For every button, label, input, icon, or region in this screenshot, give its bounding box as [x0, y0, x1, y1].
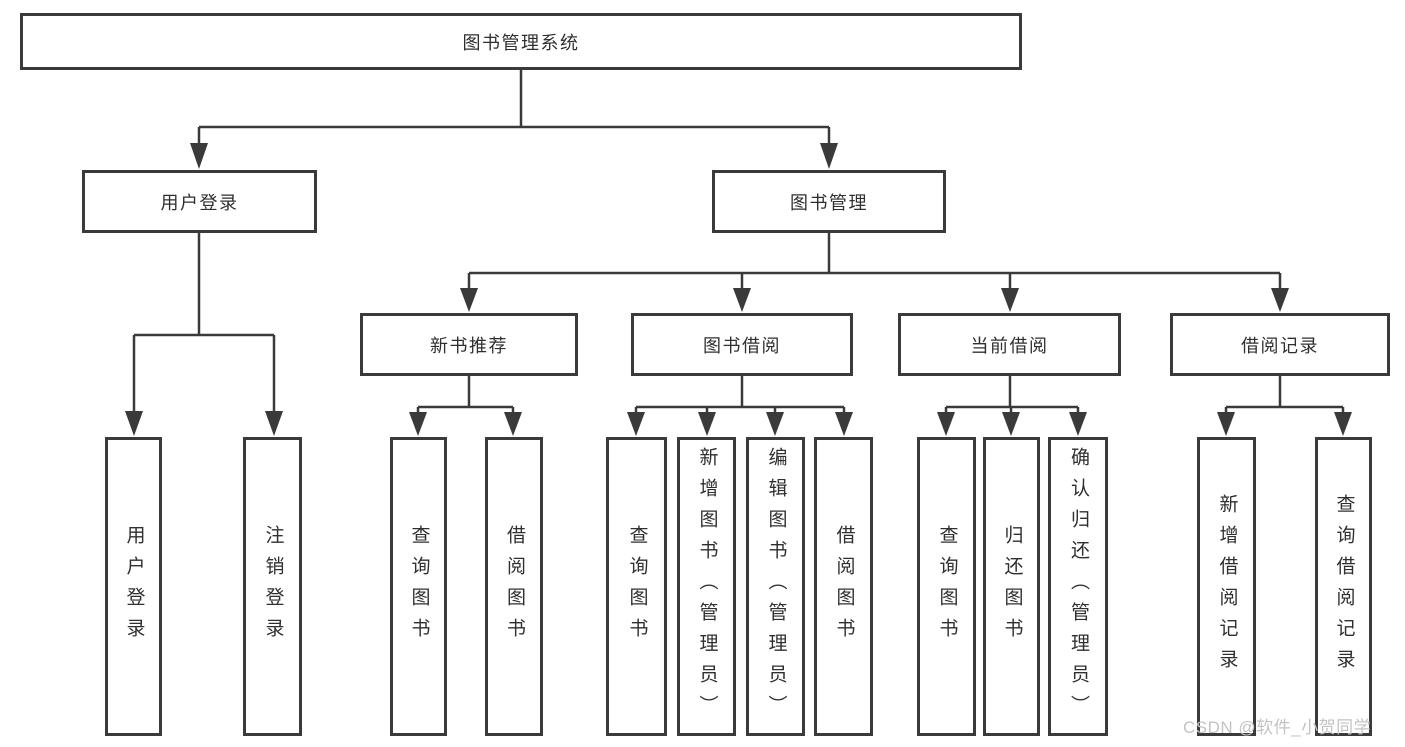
node-logout-action: 注销登录: [243, 437, 302, 736]
node-edit-book-admin: 编辑图书（管理员）: [746, 437, 805, 736]
node-label: 归还图书: [1001, 524, 1023, 649]
node-label: 查询图书: [408, 524, 430, 649]
connector-arrow: [190, 143, 208, 169]
connector-arrow: [1271, 288, 1289, 312]
connector-arrow: [937, 412, 955, 436]
csdn-watermark: CSDN @软件_小贺同学: [1183, 718, 1372, 737]
connector-arrow: [835, 412, 853, 436]
connector-arrow: [1001, 288, 1019, 312]
node-query-book-recommend: 查询图书: [390, 437, 447, 736]
connector-arrow: [1002, 412, 1020, 436]
node-label: 确认归还（管理员）: [1067, 447, 1089, 726]
node-book-borrow: 图书借阅: [631, 313, 853, 376]
connector-book-borrow: [634, 376, 846, 414]
connector-arrow: [1069, 412, 1087, 436]
connector-user-login: [132, 233, 276, 414]
node-new-book-recommend: 新书推荐: [360, 313, 578, 376]
node-query-borrow-record: 查询借阅记录: [1315, 437, 1372, 736]
connector-root: [197, 70, 831, 146]
connector-arrow: [409, 412, 427, 436]
node-label: 用户登录: [123, 524, 145, 649]
node-borrow-book-action: 借阅图书: [814, 437, 873, 736]
node-label: 新增借阅记录: [1216, 493, 1238, 680]
node-confirm-return-admin: 确认归还（管理员）: [1048, 437, 1108, 736]
node-label: 编辑图书（管理员）: [765, 447, 787, 726]
connector-arrow: [125, 411, 143, 436]
connector-current-borrow: [944, 376, 1080, 414]
node-current-borrow: 当前借阅: [898, 313, 1121, 376]
node-query-book-borrow: 查询图书: [606, 437, 667, 736]
node-label: 借阅图书: [503, 524, 525, 649]
connector-arrow: [733, 288, 751, 312]
connector-arrow: [1334, 412, 1352, 436]
node-borrow-book-recommend: 借阅图书: [485, 437, 543, 736]
connector-arrow: [698, 412, 716, 436]
connector-arrow: [820, 143, 838, 169]
node-root: 图书管理系统: [20, 13, 1022, 70]
node-query-book-current: 查询图书: [917, 437, 976, 736]
connector-arrow: [1217, 412, 1235, 436]
node-label: 新增图书（管理员）: [696, 447, 718, 726]
node-label: 查询图书: [936, 524, 958, 649]
node-user-login: 用户登录: [82, 170, 317, 233]
connector-arrow: [460, 288, 478, 312]
connector-arrow: [504, 412, 522, 436]
connector-borrow-record: [1224, 376, 1345, 414]
node-add-book-admin: 新增图书（管理员）: [677, 437, 736, 736]
connector-arrow: [265, 411, 283, 436]
node-borrow-records: 借阅记录: [1170, 313, 1390, 376]
connector-book-mgmt: [467, 233, 1282, 290]
connector-arrow: [627, 412, 645, 436]
node-label: 注销登录: [262, 524, 284, 649]
node-add-borrow-record: 新增借阅记录: [1197, 437, 1256, 736]
connector-arrow: [766, 412, 784, 436]
node-return-book: 归还图书: [983, 437, 1040, 736]
node-label: 借阅图书: [833, 524, 855, 649]
node-book-management: 图书管理: [712, 170, 946, 233]
node-label: 查询借阅记录: [1333, 493, 1355, 680]
node-user-login-action: 用户登录: [105, 437, 162, 736]
connector-new-book: [416, 376, 515, 414]
node-label: 查询图书: [626, 524, 648, 649]
